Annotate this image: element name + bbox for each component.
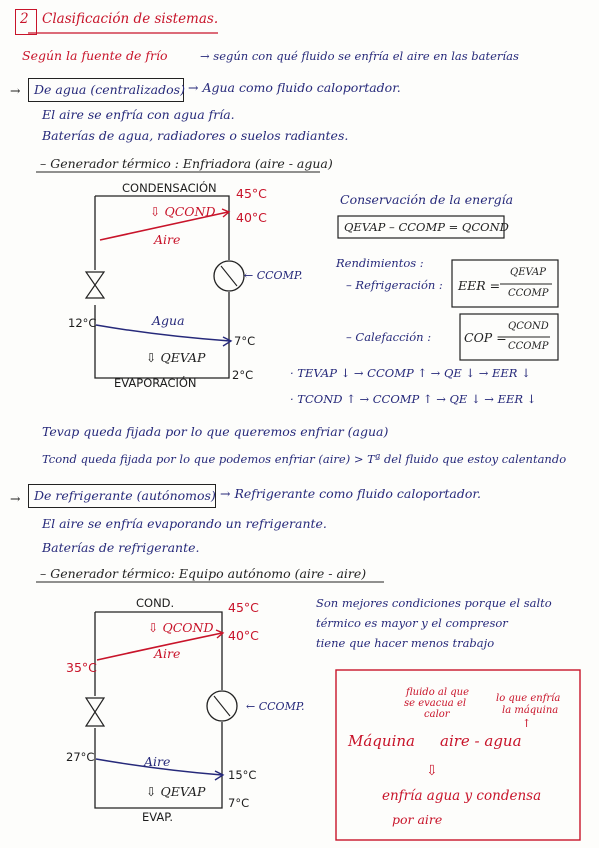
subheading-autonomo: – Generador térmico: Equipo autónomo (ai… <box>40 566 367 581</box>
maquina-label: Máquina <box>348 732 415 750</box>
d2-cond-label: COND. <box>136 596 175 610</box>
cop-denominator: CCOMP <box>508 341 549 352</box>
section-number: 2 <box>20 11 29 27</box>
up-arrow: ↑ <box>522 717 532 730</box>
compressor-icon <box>213 260 245 292</box>
note-tcond: Tcond queda fijada por lo que podemos en… <box>42 452 567 466</box>
annot-left-1: fluido al que <box>406 687 470 698</box>
d1-evaporacion-label: EVAPORACIÓN <box>114 376 197 390</box>
category-box-agua <box>28 78 184 102</box>
subheading-enfriadora: – Generador térmico : Enfriadora (aire -… <box>40 156 333 171</box>
relation-tevap: · TEVAP ↓ → CCOMP ↑ → QE ↓ → EER ↓ <box>290 366 531 380</box>
d2-temp-bottom: 7°C <box>228 796 250 810</box>
d2-temp-right-top: 40°C <box>228 628 259 643</box>
eer-box <box>451 259 559 308</box>
equation-box <box>337 215 505 239</box>
agua-line1: El aire se enfría con agua fría. <box>42 107 235 122</box>
category-box-refrigerante <box>28 484 216 508</box>
relation-tcond: · TCOND ↑ → CCOMP ↑ → QE ↓ → EER ↓ <box>290 392 537 406</box>
arrow-marker: → <box>10 83 21 98</box>
bullet-fuente-frio: Según la fuente de frío <box>22 48 168 63</box>
d1-temp-top: 45°C <box>236 186 267 201</box>
d2-compressor-label: ← CCOMP. <box>246 700 305 713</box>
refrigerante-line1: El aire se enfría evaporando un refriger… <box>42 516 327 531</box>
d1-temp-right-bottom: 7°C <box>234 334 256 348</box>
diagram2-cycle <box>84 611 238 809</box>
d1-qevap: ⇩ QEVAP <box>146 350 206 365</box>
rendimientos-label: Rendimientos : <box>336 256 424 270</box>
category-refrigerante-label: De refrigerante (autónomos) <box>34 488 216 503</box>
page-title: Clasificación de sistemas. <box>42 11 219 27</box>
arrow-marker: → <box>10 491 21 506</box>
agua-line2: Baterías de agua, radiadores o suelos ra… <box>42 128 349 143</box>
side-note-line2: térmico es mayor y el compresor <box>316 616 508 630</box>
red-summary-box <box>335 669 581 841</box>
d2-qcond: ⇩ QCOND <box>148 620 214 635</box>
d1-qcond: ⇩ QCOND <box>150 204 216 219</box>
annot-left-2: se evacua el <box>404 698 467 709</box>
refrigerante-line2: Baterías de refrigerante. <box>42 540 200 555</box>
expansion-valve-icon <box>84 271 106 299</box>
d1-temp-bottom: 2°C <box>232 368 254 382</box>
cop-label: COP = <box>464 330 507 345</box>
note-tevap: Tevap queda fijada por lo que queremos e… <box>42 424 389 439</box>
refrigeracion-label: – Refrigeración : <box>346 278 443 292</box>
enfria-agua-label: enfría agua y condensa <box>382 788 542 804</box>
side-note-line3: tiene que hacer menos trabajo <box>316 636 495 650</box>
d1-condensacion-label: CONDENSACIÓN <box>122 181 217 195</box>
d2-temp-left-top: 35°C <box>66 660 97 675</box>
d2-temp-left-bottom: 27°C <box>66 750 95 764</box>
d2-temp-top: 45°C <box>228 600 259 615</box>
annot-right-2: la máquina <box>502 705 559 716</box>
d1-compressor-label: ← CCOMP. <box>244 269 303 282</box>
d2-temp-right-bottom: 15°C <box>228 768 257 782</box>
eer-label: EER = <box>458 278 501 293</box>
annot-left-3: calor <box>424 709 450 720</box>
calefaccion-label: – Calefacción : <box>346 330 432 344</box>
category-agua-note: → Agua como fluido caloportador. <box>188 80 401 95</box>
eer-numerator: QEVAP <box>510 267 546 278</box>
bullet-note: → según con qué fluido se enfría el aire… <box>200 49 519 63</box>
eer-denominator: CCOMP <box>508 288 549 299</box>
diagram1-cycle <box>84 195 245 379</box>
section-number-box <box>15 9 37 35</box>
expansion-valve-icon <box>84 697 106 727</box>
annot-right-1: lo que enfría <box>496 693 561 704</box>
energy-title: Conservación de la energía <box>340 192 514 207</box>
compressor-icon <box>206 690 238 722</box>
d1-temp-left: 12°C <box>68 316 97 330</box>
side-note-line1: Son mejores condiciones porque el salto <box>316 596 552 610</box>
d1-water-label: Agua <box>152 313 185 328</box>
category-agua-label: De agua (centralizados) <box>34 82 185 97</box>
energy-equation: QEVAP – CCOMP = QCOND <box>344 220 509 234</box>
d1-air-label: Aire <box>154 232 181 247</box>
d2-qevap: ⇩ QEVAP <box>146 784 206 799</box>
down-arrow: ⇩ <box>426 763 438 779</box>
cop-numerator: QCOND <box>508 321 549 332</box>
cop-box <box>459 313 559 361</box>
por-aire-label: por aire <box>392 812 443 827</box>
aire-agua-label: aire - agua <box>440 732 522 750</box>
d2-evap-label: EVAP. <box>142 810 174 824</box>
category-refrigerante-note: → Refrigerante como fluido caloportador. <box>220 486 481 501</box>
d1-temp-right-top: 40°C <box>236 210 267 225</box>
d2-air-top: Aire <box>154 646 181 661</box>
d2-air-bottom: Aire <box>144 754 171 769</box>
